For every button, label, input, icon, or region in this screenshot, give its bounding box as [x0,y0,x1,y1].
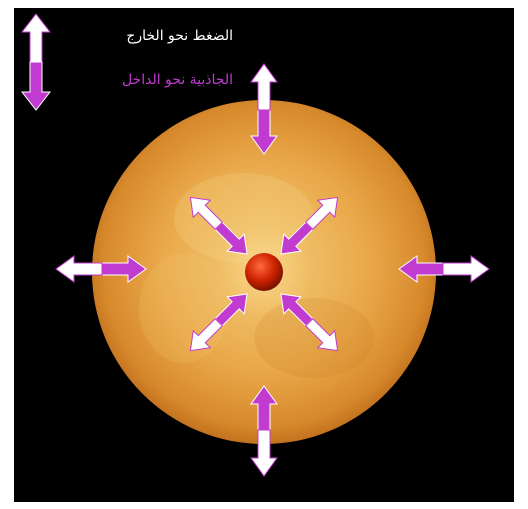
legend-arrow-icon [22,14,50,110]
legend-pressure-label: الضغط نحو الخارج [126,28,233,44]
legend-gravity-label: الجاذبية نحو الداخل [122,72,233,88]
pressure-arrow-right [443,256,489,282]
diagram-frame: الضغط نحو الخارج الجاذبية نحو الداخل [14,8,514,502]
legend-gravity-arrow [22,62,50,110]
star-texture [139,253,229,363]
legend-pressure-arrow [22,14,50,62]
arrow-pair-right [399,256,489,282]
star-diagram [14,8,514,502]
star-core [245,253,283,291]
